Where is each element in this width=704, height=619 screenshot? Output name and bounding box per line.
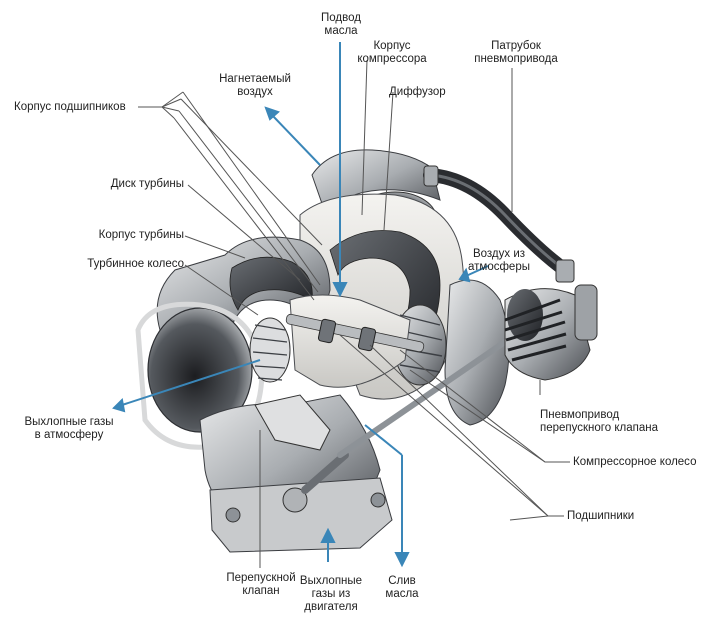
- label-oil-inlet: Подвод масла: [321, 12, 361, 37]
- label-diffuser: Диффузор: [389, 86, 446, 98]
- label-exhaust-out: Выхлопные газы в атмосферу: [24, 416, 114, 441]
- label-turbine-wheel: Турбинное колесо: [87, 258, 184, 270]
- label-turbine-disc: Диск турбины: [110, 178, 184, 190]
- label-wastegate: Перепускной клапан: [226, 572, 296, 597]
- bearing-housing-shape: [289, 294, 411, 388]
- oil-inlet-arrow: [332, 42, 348, 298]
- label-turbine-housing: Корпус турбины: [98, 229, 184, 241]
- label-exhaust-in: Выхлопные газы из двигателя: [299, 575, 363, 613]
- oil-drain-arrow: [364, 424, 410, 568]
- air-inlet-arrow: [458, 265, 489, 283]
- compressor-backplate: [444, 279, 510, 426]
- wastegate-lever: [254, 394, 349, 513]
- label-bearings: Подшипники: [567, 510, 635, 522]
- turbocharger-illustration: [135, 149, 598, 553]
- exhaust-inlet-flange: [209, 477, 393, 553]
- flange-bolt-left: [225, 507, 241, 523]
- label-air-in: Воздух из атмосферы: [468, 248, 530, 273]
- label-bearing-housing: Корпус подшипников: [14, 101, 126, 113]
- label-charge-air: Нагнетаемый воздух: [219, 73, 291, 98]
- exhaust-in-arrow: [320, 527, 336, 562]
- exhaust-outlet-bore: [147, 307, 253, 433]
- leader-lines: [138, 59, 570, 568]
- label-actuator: Пневмопривод перепускного клапана: [540, 409, 658, 434]
- turbine-wheel-shape: [249, 317, 291, 383]
- actuator-rod: [337, 332, 518, 458]
- shaft: [285, 313, 425, 353]
- flange-bolt-right: [370, 492, 386, 508]
- flow-arrows: [112, 42, 489, 568]
- hose-clamp-bottom: [555, 259, 575, 283]
- label-compressor-wheel: Компрессорное колесо: [573, 456, 697, 468]
- actuator-canister: [504, 284, 598, 381]
- label-compressor-housing: Корпус компрессора: [357, 40, 427, 65]
- exhaust-out-arrow: [112, 359, 261, 413]
- hose-clamp-top: [423, 165, 439, 187]
- charge-air-arrow: [264, 106, 321, 166]
- label-oil-drain: Слив масла: [385, 575, 419, 600]
- bearing-shapes: [317, 318, 377, 352]
- label-actuator-pipe: Патрубок пневмопривода: [474, 40, 558, 65]
